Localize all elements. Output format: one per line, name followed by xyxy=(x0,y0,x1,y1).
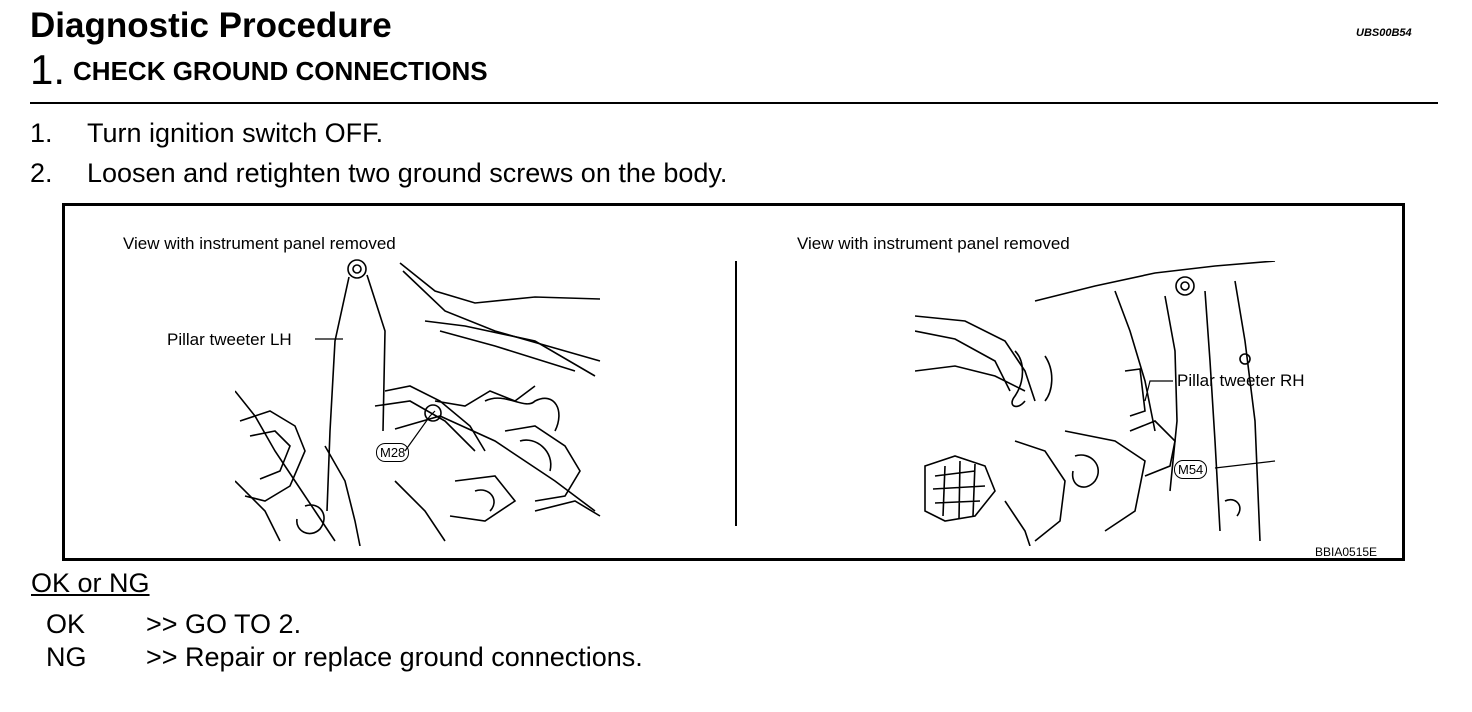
right-view-caption: View with instrument panel removed xyxy=(797,234,1070,253)
result-key: OK xyxy=(46,609,86,639)
pillar-tweeter-rh-label: Pillar tweeter RH xyxy=(1177,371,1305,390)
header-divider xyxy=(30,102,1438,104)
pillar-tweeter-lh-label: Pillar tweeter LH xyxy=(167,330,292,349)
result-action: >> GO TO 2. xyxy=(146,609,302,639)
connector-m54-label: M54 xyxy=(1174,460,1208,479)
step-title: CHECK GROUND CONNECTIONS xyxy=(73,56,488,86)
instruction-item: 2. Loosen and retighten two ground screws… xyxy=(30,158,727,189)
instruction-item: 1. Turn ignition switch OFF. xyxy=(30,118,383,149)
instruction-number: 2. xyxy=(30,158,53,188)
result-ok-row: OK >> GO TO 2. xyxy=(46,609,301,640)
result-ng-row: NG >> Repair or replace ground connection… xyxy=(46,642,643,673)
right-illustration xyxy=(915,261,1276,546)
result-key: NG xyxy=(46,642,87,672)
figure-code: BBIA0515E xyxy=(1315,545,1378,559)
instruction-text: Turn ignition switch OFF. xyxy=(87,118,384,148)
connector-m28-label: M28 xyxy=(376,443,410,462)
diagram-figure: View with instrument panel removed View … xyxy=(62,203,1405,561)
left-illustration xyxy=(235,259,601,546)
page-title: Diagnostic Procedure xyxy=(30,6,392,45)
leader-lines xyxy=(315,338,1276,469)
step-heading: 1.CHECK GROUND CONNECTIONS xyxy=(30,46,488,94)
result-heading: OK or NG xyxy=(31,568,150,598)
result-action: >> Repair or replace ground connections. xyxy=(146,642,643,672)
instruction-number: 1. xyxy=(30,118,53,148)
step-number: 1. xyxy=(30,46,66,93)
document-code: UBS00B54 xyxy=(1356,27,1412,39)
instruction-text: Loosen and retighten two ground screws o… xyxy=(87,158,728,188)
figure-divider xyxy=(735,261,737,526)
left-view-caption: View with instrument panel removed xyxy=(123,234,396,253)
